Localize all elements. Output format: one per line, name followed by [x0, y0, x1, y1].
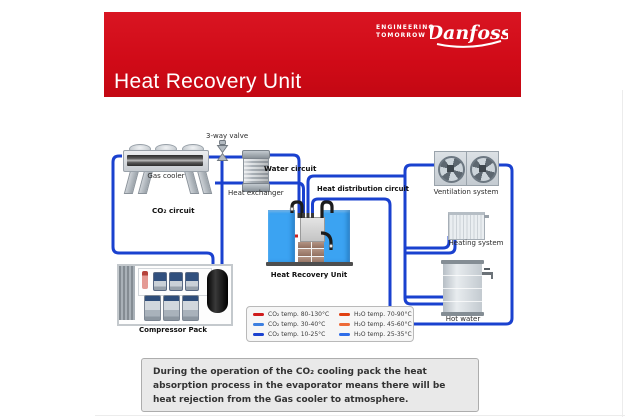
compressor-large: [182, 295, 199, 321]
footnote-line3: heat rejection from the Gas cooler to at…: [153, 395, 409, 405]
fan-hub: [447, 165, 454, 172]
faucet-handle: [484, 268, 490, 270]
page-title: Heat Recovery Unit: [114, 70, 302, 93]
faucet-spout: [490, 274, 493, 279]
page-bottom-edge: [95, 415, 625, 416]
label-compressor-pack: Compressor Pack: [139, 326, 207, 334]
legend-item: H₂O temp. 70-90°C: [339, 311, 415, 318]
compressor-small: [185, 272, 199, 291]
label-three-way-valve: 3-way valve: [206, 132, 249, 140]
pack-side-panel: [119, 266, 135, 320]
label-heating-system: Heating system: [448, 239, 504, 247]
legend-item: CO₂ temp. 30-40°C: [253, 321, 339, 328]
label-heat-exchanger: Heat exchanger: [228, 189, 284, 197]
radiator-valve-knob: [484, 215, 489, 218]
legend-swatch: [339, 332, 350, 336]
label-heat-distribution-circuit: Heat distribution circuit: [317, 185, 409, 193]
label-heat-recovery-unit: Heat Recovery Unit: [270, 271, 348, 279]
gas-cooler-leg: [196, 170, 213, 194]
receiver-tank: [207, 269, 228, 313]
gas-cooler-coil-slot: [127, 155, 203, 166]
label-water-circuit: Water circuit: [264, 164, 317, 173]
legend-swatch: [253, 312, 264, 316]
label-ventilation-system: Ventilation system: [433, 188, 499, 196]
hot-water-tank: [441, 260, 493, 316]
hru-connector-box: [300, 217, 325, 242]
hru-right-tank: [323, 210, 350, 263]
gas-cooler-leg: [123, 170, 140, 194]
legend-item: H₂O temp. 25-35°C: [339, 331, 415, 338]
fan-hub: [479, 165, 486, 172]
legend-swatch: [339, 322, 350, 326]
footnote-line1: During the operation of the CO₂ cooling …: [153, 367, 427, 377]
compressor-large: [144, 295, 161, 321]
label-gas-cooler: Gas cooler: [147, 172, 185, 180]
legend-swatch: [253, 332, 264, 336]
tagline-line2: TOMORROW: [376, 31, 427, 39]
hru-brick-stack: [298, 242, 324, 263]
temperature-legend: CO₂ temp. 80-130°C H₂O temp. 70-90°C CO₂…: [246, 306, 414, 342]
hru-left-tank: [268, 210, 295, 263]
compressor-small: [169, 272, 183, 291]
compressor-small: [153, 272, 167, 291]
logo-swash: [436, 40, 502, 48]
legend-swatch: [253, 322, 264, 326]
label-co2-circuit: CO₂ circuit: [152, 206, 195, 215]
hru-base: [266, 262, 353, 266]
brand-tagline: ENGINEERING TOMORROW: [376, 24, 434, 39]
legend-item: CO₂ temp. 80-130°C: [253, 311, 339, 318]
pack-pink-vessel: [142, 271, 148, 289]
header-banner: Heat Recovery Unit ENGINEERING TOMORROW …: [104, 12, 521, 97]
danfoss-logo: Danfoss: [430, 22, 508, 48]
logo-text-glyph: Danfoss: [430, 22, 508, 44]
heating-radiator: [448, 212, 489, 240]
page-right-edge: [622, 90, 623, 417]
footnote-line2: absorption process in the evaporator mea…: [153, 381, 446, 391]
compressor-large: [163, 295, 180, 321]
footnote-box: During the operation of the CO₂ cooling …: [141, 358, 479, 412]
tagline-line1: ENGINEERING: [376, 24, 435, 31]
ventilation-fan-unit-1: [434, 151, 467, 186]
small-valve-dot: [295, 234, 298, 238]
ventilation-fan-unit-2: [466, 151, 499, 186]
pipe-radiator-stub1: [405, 236, 451, 250]
legend-item: CO₂ temp. 10-25°C: [253, 331, 339, 338]
compressor-pack: [117, 264, 233, 326]
legend-swatch: [339, 312, 350, 316]
label-hot-water: Hot water: [445, 315, 481, 323]
three-way-valve-icon: [216, 140, 229, 161]
legend-item: H₂O temp. 45-60°C: [339, 321, 415, 328]
